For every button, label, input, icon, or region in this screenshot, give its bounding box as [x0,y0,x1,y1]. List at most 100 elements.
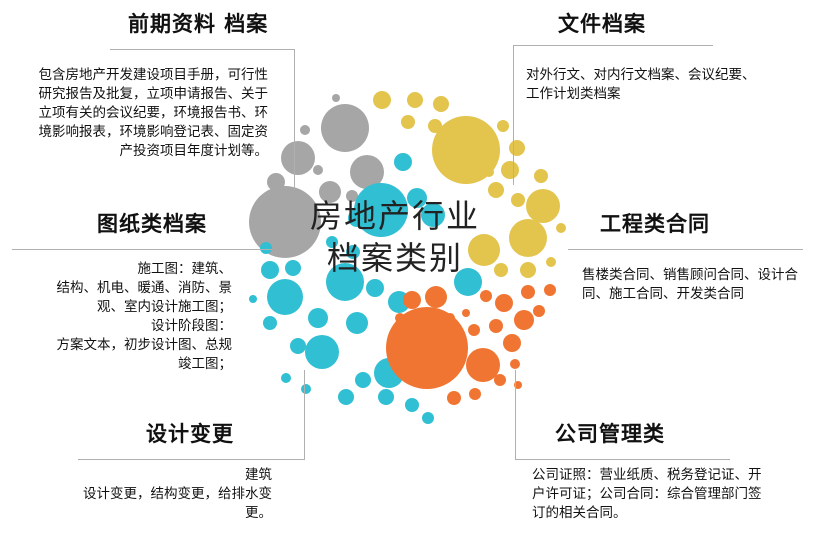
teal-bubble [260,242,272,254]
orange-bubble [468,324,480,336]
orange-bubble [510,359,520,369]
documents-text: 对外行文、对内行文档案、会议纪要、工作计划类档案 [526,67,756,102]
connector-preliminary [110,49,294,50]
connector-documents-v [513,45,514,185]
orange-bubble [395,313,405,323]
gray-bubble [267,173,285,191]
yellow-bubble [494,263,508,277]
design-change-text: 建筑 设计变更，结构变更，给排水变 更。 [40,466,272,523]
yellow-bubble [526,189,560,223]
drawings-text: 施工图：建筑、 结构、机电、暖通、消防、景 观、室内设计施工图； 设计阶段图： … [12,260,233,374]
teal-bubble [263,316,277,330]
center-title: 房地产行业 档案类别 [290,195,500,279]
teal-bubble [346,245,360,259]
yellow-bubble [497,120,509,132]
drawings-line: 设计阶段图： [151,318,232,334]
connector-company [515,459,730,460]
teal-bubble [454,268,482,296]
gray-bubble [300,125,310,135]
gray-bubble [249,186,321,258]
yellow-bubble [401,115,415,129]
orange-bubble [466,348,500,382]
design-change-line: 建筑 [245,467,272,483]
gray-bubble [313,165,323,175]
yellow-bubble [373,91,391,109]
teal-bubble [326,236,338,248]
connector-documents [513,45,713,46]
center-title-line1: 房地产行业 [309,197,480,235]
orange-bubble [495,294,513,312]
orange-bubble [489,319,503,333]
yellow-bubble [556,223,566,233]
design-change-line: 更。 [245,505,272,521]
orange-bubble [403,291,421,309]
drawings-line: 结构、机电、暖通、消防、景 [56,280,233,296]
teal-bubble [354,183,408,237]
design-change-line: 设计变更，结构变更，给排水变 [83,486,272,502]
teal-bubble [305,335,339,369]
teal-bubble [378,389,394,405]
teal-bubble [308,308,328,328]
engineering-text: 售楼类合同、销售顾问合同、设计合同、施工合同、开发类合同 [582,267,798,302]
yellow-bubble [468,234,500,266]
documents-title: 文件档案 [558,12,646,36]
orange-bubble [386,307,468,389]
drawings-line: 方案文本，初步设计图、总规 [56,337,233,353]
gray-bubble [281,141,315,175]
drawings-line: 竣工图； [178,356,232,372]
orange-bubble [514,381,522,389]
center-title-line2: 档案类别 [326,239,463,277]
teal-bubble [346,312,368,334]
teal-bubble [355,372,371,388]
orange-bubble [445,313,455,323]
gray-bubble [332,94,340,102]
orange-bubble [462,309,470,317]
design-change-title: 设计变更 [146,422,234,446]
preliminary-title: 前期资料 档案 [128,12,269,36]
yellow-bubble [407,92,423,108]
orange-bubble [503,334,521,352]
teal-bubble [281,373,291,383]
teal-bubble [249,295,257,303]
orange-bubble [533,305,545,317]
yellow-bubble [432,116,500,184]
teal-bubble [348,209,366,227]
yellow-bubble [428,119,442,133]
yellow-bubble [511,193,525,207]
yellow-bubble [509,140,525,156]
orange-bubble [514,310,534,330]
yellow-bubble [501,161,519,179]
teal-bubble [338,389,354,405]
preliminary-text: 包含房地产开发建设项目手册，可行性研究报告及批复，立项申请报告、关于立项有关的会… [38,67,269,159]
orange-bubble [447,391,461,405]
drawings-line: 施工图：建筑、 [137,261,233,277]
yellow-bubble [509,219,547,257]
teal-bubble [405,398,419,412]
connector-engineering [568,249,803,250]
orange-bubble [425,286,447,308]
teal-bubble [394,153,412,171]
orange-bubble [521,285,535,299]
drawings-line: 观、室内设计施工图； [97,299,232,315]
teal-bubble [285,260,301,276]
teal-bubble [421,203,445,227]
gray-bubble [346,190,358,202]
teal-bubble [267,279,303,315]
orange-bubble [494,374,506,386]
teal-bubble [301,384,311,394]
connector-design [78,459,304,460]
teal-bubble [366,279,384,297]
company-text: 公司证照：营业纸质、税务登记证、开户许可证；公司合同：综合管理部门签订的相关合同… [532,467,762,521]
orange-bubble [469,388,481,400]
yellow-bubble [488,182,504,198]
gray-bubble [321,104,369,152]
teal-bubble [290,338,306,354]
connector-design-v [304,370,305,460]
yellow-bubble [484,167,494,177]
yellow-bubble [520,262,536,278]
yellow-bubble [546,257,556,267]
teal-bubble [422,412,434,424]
connector-company-v [515,370,516,460]
drawings-title: 图纸类档案 [97,212,207,236]
